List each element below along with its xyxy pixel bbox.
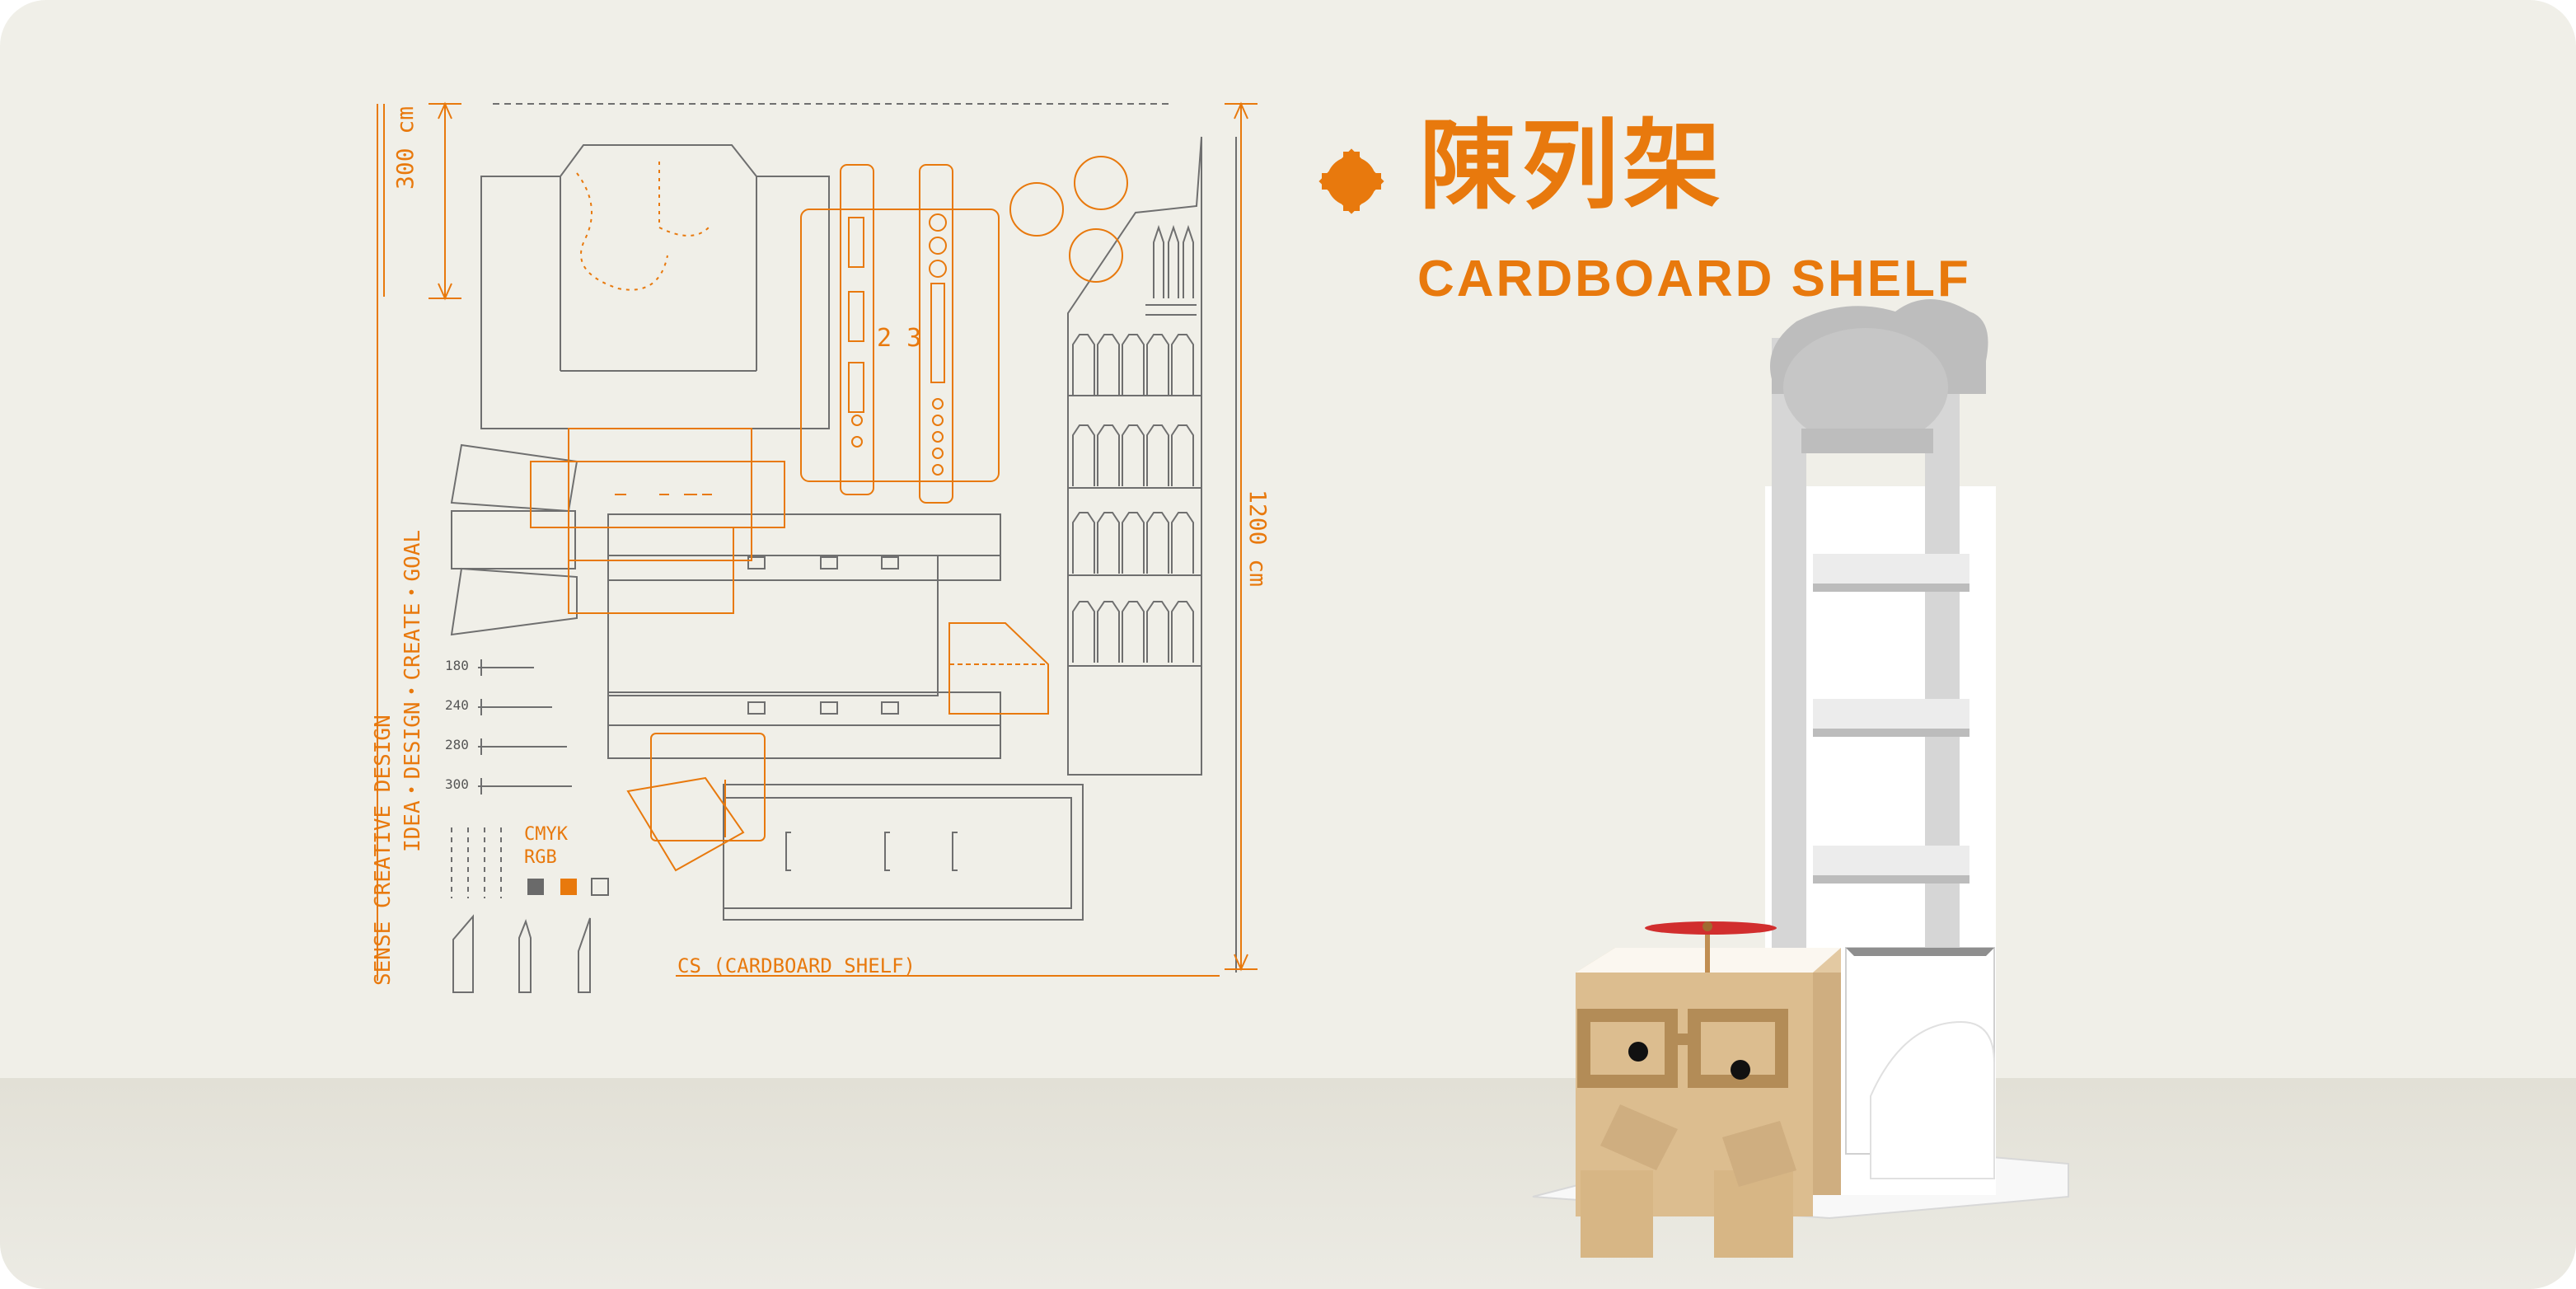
swatch-orange bbox=[560, 879, 577, 895]
bullet-badge-icon bbox=[1318, 148, 1384, 214]
side-text-brand: SENSE CREATIVE DESIGN bbox=[371, 715, 396, 986]
floor-shadow bbox=[0, 1078, 2576, 1289]
scale-label-180: 180 bbox=[445, 658, 469, 673]
footer-label: CS (CARDBOARD SHELF) bbox=[677, 954, 916, 977]
scale-label-300: 300 bbox=[445, 776, 469, 792]
panel-numbers: 2 3 bbox=[877, 324, 922, 353]
color-mode-cmyk: CMYK bbox=[524, 824, 568, 845]
swatch-grey bbox=[527, 879, 544, 895]
dim-height-large: 1200 cm bbox=[1244, 490, 1272, 588]
cardboard-character bbox=[1576, 921, 1841, 1258]
color-mode-rgb: RGB bbox=[524, 847, 557, 868]
swatch-white bbox=[591, 878, 609, 896]
side-text-slogan: IDEA・DESIGN・CREATE・GOAL bbox=[400, 529, 425, 852]
scale-label-240: 240 bbox=[445, 697, 469, 713]
title-english: CARDBOARD SHELF bbox=[1417, 251, 1971, 307]
title-chinese: 陳列架 bbox=[1419, 109, 1726, 223]
scale-label-280: 280 bbox=[445, 737, 469, 752]
dim-height-small: 300 cm bbox=[391, 105, 419, 190]
